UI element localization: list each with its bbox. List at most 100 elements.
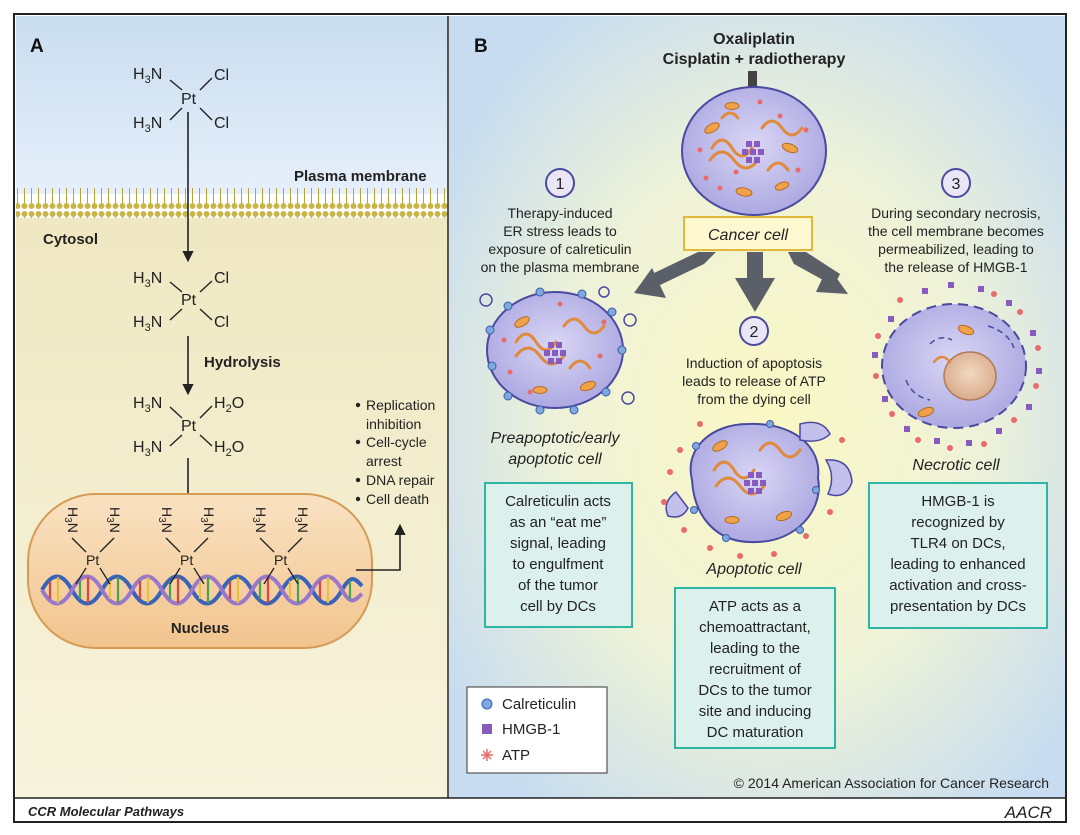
step-2: 2 Induction of apoptosis leads to releas… — [661, 316, 853, 749]
step-1-badge — [545, 168, 575, 198]
step-2-box-text: chemoattractant, — [699, 619, 811, 636]
step-3-text: permeabilized, leading to — [878, 241, 1034, 257]
step-1-box-text: signal, leading — [510, 535, 606, 552]
platinum-atom: Pt — [181, 292, 197, 309]
platinum-atom: Pt — [181, 418, 197, 435]
cancer-cell-drawing — [681, 86, 827, 216]
nucleus: Nucleus — [27, 493, 373, 649]
effect-item: DNA repair — [366, 472, 435, 488]
step-3-box-text: HMGB-1 is — [921, 493, 994, 510]
step-3-text: the cell membrane becomes — [868, 223, 1044, 239]
step-3-box-text: presentation by DCs — [890, 598, 1026, 615]
drug-label-2: Cisplatin + radiotherapy — [663, 51, 846, 68]
step-3-cell-label: Necrotic cell — [912, 457, 1000, 474]
svg-text:H3N: H3N — [133, 314, 162, 334]
step-2-cell-label: Apoptotic cell — [705, 561, 802, 578]
platinum-atom: Pt — [181, 91, 197, 108]
step-2-box-text: ATP acts as a — [709, 598, 802, 615]
step-1-cell-label: Preapoptotic/early — [491, 430, 621, 447]
nucleus-label: Nucleus — [171, 620, 229, 637]
cisplatin-molecule-cytosol: H3N H3N Pt Cl Cl — [133, 270, 229, 334]
step-1-box-text: Calreticulin acts — [505, 493, 611, 510]
drug-entry-bar — [748, 71, 757, 87]
pt-dna-adduct: H3N H3N Pt — [156, 507, 217, 585]
atp-icon — [481, 749, 493, 761]
drug-label-1: Oxaliplatin — [713, 31, 795, 48]
ligand-h3n: H3N — [133, 66, 162, 86]
svg-text:H3N: H3N — [156, 507, 175, 533]
step-3-box-text: leading to enhanced — [890, 556, 1025, 573]
step-3-box-text: TLR4 on DCs, — [910, 535, 1005, 552]
svg-text:H3N: H3N — [133, 395, 162, 415]
step-1-number: 1 — [556, 176, 565, 193]
svg-text:H3N: H3N — [133, 439, 162, 459]
step-1-box-text: of the tumor — [518, 577, 598, 594]
apoptotic-cell-drawing — [661, 420, 853, 559]
svg-text:H3N: H3N — [250, 507, 269, 533]
step-2-box — [674, 587, 836, 749]
svg-text:H3N: H3N — [292, 507, 311, 533]
step-2-text: Induction of apoptosis — [686, 355, 822, 371]
plasma-membrane — [16, 188, 448, 218]
step-1-cell-label: apoptotic cell — [508, 451, 602, 468]
ligand-cl: Cl — [214, 314, 229, 331]
step-2-badge — [739, 316, 769, 346]
legend-item: HMGB-1 — [502, 721, 560, 738]
effects-list: Replication inhibition Cell-cycle arrest… — [355, 397, 435, 507]
step-2-text: from the dying cell — [697, 391, 811, 407]
svg-text:H3N: H3N — [133, 270, 162, 290]
step-1-box — [484, 482, 633, 628]
footer-bar — [15, 799, 1065, 821]
aacr-logo: AACR — [1004, 803, 1052, 822]
step-2-box-text: DCs to the tumor — [698, 682, 811, 699]
step-1-box-text: to engulfment — [513, 556, 605, 573]
step-2-text: leads to release of ATP — [682, 373, 826, 389]
legend-item: Calreticulin — [502, 696, 576, 713]
step-1-box-text: cell by DCs — [520, 598, 596, 615]
legend: Calreticulin HMGB-1 ATP — [466, 686, 608, 774]
effect-item: Replication — [366, 397, 435, 413]
aquated-cisplatin: H3N H3N Pt H2O H2O — [133, 395, 244, 459]
footer-journal: CCR Molecular Pathways — [28, 804, 184, 819]
step-1-text: on the plasma membrane — [481, 259, 640, 275]
step-1: 1 Therapy-induced ER stress leads to exp… — [479, 168, 640, 628]
cisplatin-molecule: H3N H3N Pt Cl Cl — [133, 66, 229, 135]
pt-dna-adduct: H3N H3N Pt — [250, 507, 311, 585]
step-1-text: ER stress leads to — [503, 223, 617, 239]
ligand-cl: Cl — [214, 115, 229, 132]
plasma-membrane-label: Plasma membrane — [294, 168, 427, 185]
ligand-cl: Cl — [214, 270, 229, 287]
effect-item: inhibition — [366, 416, 421, 432]
step-2-box-text: recruitment of — [709, 661, 802, 678]
ligand-h3n: H3N — [133, 115, 162, 135]
panel-a-letter: A — [30, 36, 44, 57]
step-2-box-text: site and inducing — [699, 703, 812, 720]
step-1-text: Therapy-induced — [507, 205, 612, 221]
platinum-atom: Pt — [180, 552, 193, 568]
step-2-box-text: leading to the — [710, 640, 800, 657]
platinum-atom: Pt — [274, 552, 287, 568]
panel-b: B Oxaliplatin Cisplatin + radiotherapy — [449, 16, 1065, 798]
fate-arrows — [634, 252, 848, 312]
calreticulin-icon — [481, 698, 493, 710]
legend-item: ATP — [502, 747, 530, 764]
svg-text:H3N: H3N — [104, 507, 123, 533]
ligand-h2o: H2O — [214, 395, 244, 415]
necrotic-cell-drawing — [872, 282, 1042, 451]
step-3-badge — [941, 168, 971, 198]
ligand-cl: Cl — [214, 67, 229, 84]
step-3-box — [868, 482, 1048, 629]
ligand-h2o: H2O — [214, 439, 244, 459]
dna-helix — [40, 574, 364, 606]
step-1-box-text: as an “eat me” — [510, 514, 607, 531]
effects-arrow — [356, 523, 406, 571]
copyright: © 2014 American Association for Cancer R… — [734, 775, 1049, 791]
cytosol-label: Cytosol — [43, 231, 98, 248]
step-3: 3 During secondary necrosis, the cell me… — [868, 168, 1048, 629]
nucleus-envelope — [27, 493, 373, 649]
panel-b-letter: B — [474, 36, 488, 57]
step-2-box-text: DC maturation — [707, 724, 804, 741]
svg-text:H3N: H3N — [198, 507, 217, 533]
step-3-box-text: recognized by — [911, 514, 1005, 531]
